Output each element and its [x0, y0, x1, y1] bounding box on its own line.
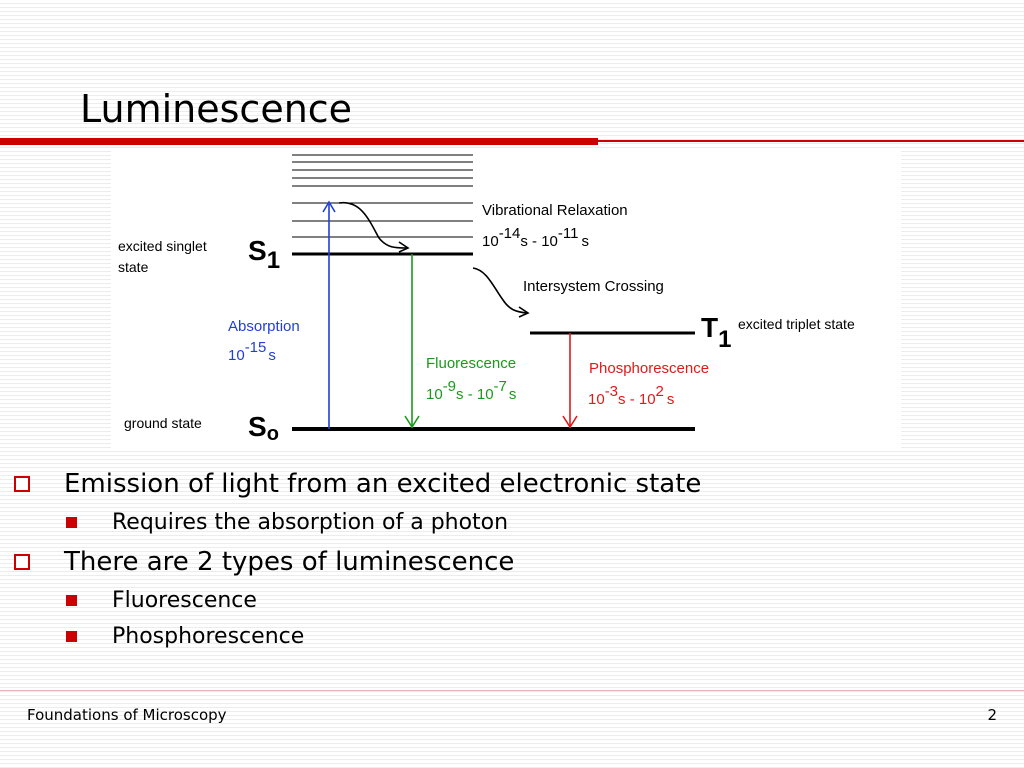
phosphorescence-arrowhead	[562, 415, 578, 429]
absorption-arrowhead	[322, 200, 336, 213]
phosphorescence-label: Phosphorescence	[589, 360, 709, 377]
filled-square-bullet-icon	[66, 517, 77, 528]
footer-page-number: 2	[987, 706, 997, 724]
fl-time-sep: s - 10	[456, 386, 494, 403]
absorption-time-unit: s	[268, 347, 276, 364]
t1-subscript: 1	[718, 326, 731, 353]
s0-subscript: o	[267, 423, 279, 445]
slide-title: Luminescence	[80, 87, 353, 131]
ph-time-b-exp: 2	[656, 383, 664, 400]
absorption-time-exp: -15	[245, 339, 267, 356]
s0-symbol: So	[248, 411, 279, 445]
ph-time-a-exp: -3	[605, 383, 618, 400]
jablonski-diagram: excited singlet state ground state S1 T1…	[111, 148, 901, 448]
hollow-square-bullet-icon	[14, 554, 30, 570]
vr-time-a-base: 10	[482, 233, 499, 250]
ph-time-a-base: 10	[588, 391, 605, 408]
s1-letter: S	[248, 235, 267, 266]
vibrational-levels	[292, 154, 473, 238]
fluorescence-label: Fluorescence	[426, 355, 516, 372]
s0-letter: S	[248, 411, 267, 442]
ground-state-label: ground state	[124, 415, 202, 431]
intersystem-crossing-label: Intersystem Crossing	[523, 278, 664, 295]
sub-bullet-text: Phosphorescence	[112, 624, 305, 649]
jablonski-diagram-svg: excited singlet state ground state S1 T1…	[118, 154, 855, 445]
filled-square-bullet-icon	[66, 595, 77, 606]
title-rule-thin	[598, 140, 1024, 142]
t1-symbol: T1	[701, 312, 731, 353]
vibrational-relaxation-arrowhead	[398, 241, 410, 253]
vr-time-b-exp: -11	[558, 225, 579, 242]
vibrational-relaxation-label: Vibrational Relaxation	[482, 202, 628, 219]
title-rule	[0, 138, 1024, 146]
bullet-text: There are 2 types of luminescence	[64, 547, 515, 577]
ph-time-sep: s - 10	[618, 391, 656, 408]
s1-symbol: S1	[248, 235, 280, 274]
t1-letter: T	[701, 312, 718, 343]
fl-time-a-base: 10	[426, 386, 443, 403]
fl-time-unit: s	[509, 386, 517, 403]
vr-time-unit: s	[581, 233, 589, 250]
fl-time-b-exp: -7	[494, 378, 507, 395]
vr-time-a-exp: -14	[499, 225, 521, 242]
footer-course-title: Foundations of Microscopy	[27, 706, 227, 724]
vibrational-relaxation-arrow	[338, 202, 408, 249]
excited-triplet-label: excited triplet state	[738, 316, 855, 332]
title-rule-thick	[0, 138, 598, 145]
absorption-label: Absorption	[228, 318, 300, 335]
footer-rule	[0, 690, 1024, 691]
fluorescence-arrowhead	[404, 415, 420, 429]
intersystem-crossing-arrowhead	[518, 306, 530, 318]
bullet-text: Emission of light from an excited electr…	[64, 469, 702, 499]
excited-singlet-label-2: state	[118, 259, 149, 275]
excited-singlet-label-1: excited singlet	[118, 238, 207, 254]
s1-subscript: 1	[267, 247, 280, 274]
sub-bullet-text: Requires the absorption of a photon	[112, 510, 509, 535]
filled-square-bullet-icon	[66, 631, 77, 642]
ph-time-unit: s	[667, 391, 675, 408]
vr-time-sep: s - 10	[520, 233, 558, 250]
sub-bullet-text: Fluorescence	[112, 588, 257, 613]
fl-time-a-exp: -9	[443, 378, 456, 395]
hollow-square-bullet-icon	[14, 476, 30, 492]
absorption-time-base: 10	[228, 347, 245, 364]
intersystem-crossing-arrow	[472, 267, 528, 314]
